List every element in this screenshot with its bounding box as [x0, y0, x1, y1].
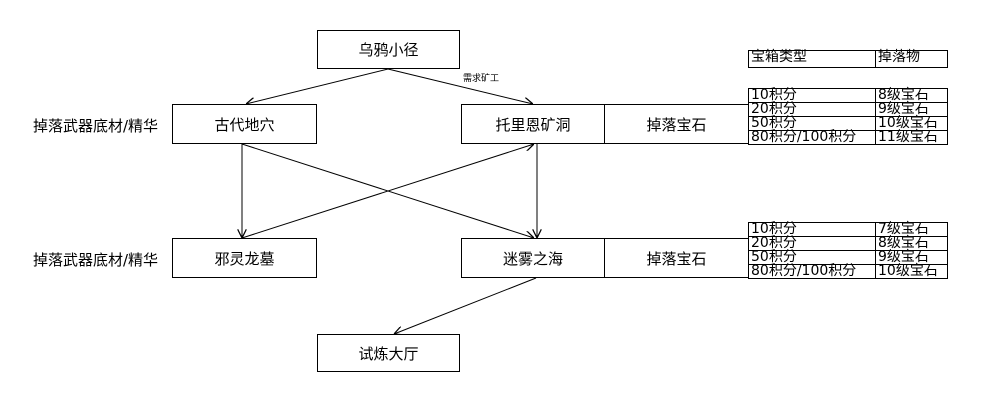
table-row: 80积分/100积分 10级宝石 — [748, 264, 948, 279]
evil-tomb-drop-label: 掉落武器底材/精华 — [33, 251, 159, 269]
node-toriel-mine: 托里恩矿洞 — [461, 104, 605, 144]
header-chest-type: 宝箱类型 — [748, 50, 876, 68]
table-row: 50积分 9级宝石 — [748, 250, 948, 265]
chest-type-cell: 80积分/100积分 — [748, 130, 876, 145]
drop-item-cell: 10级宝石 — [875, 116, 948, 131]
chest-type-cell: 10积分 — [748, 222, 876, 237]
header-drop-item: 掉落物 — [875, 50, 948, 68]
drop-item-cell: 7级宝石 — [875, 222, 948, 237]
node-ancient-cave: 古代地穴 — [172, 104, 317, 144]
fog-drop-table: 10积分 7级宝石 20积分 8级宝石 50积分 9级宝石 80积分/100积分… — [748, 222, 948, 279]
edge-fog-to-trial — [394, 277, 537, 334]
ancient-cave-drop-label: 掉落武器底材/精华 — [33, 117, 159, 135]
chest-type-cell: 20积分 — [748, 102, 876, 117]
chest-type-cell: 10积分 — [748, 88, 876, 103]
node-trial-hall: 试炼大厅 — [317, 334, 460, 372]
edge-crow-to-ancient — [246, 68, 389, 104]
edge-tomb-to-mine — [241, 144, 534, 239]
drop-item-cell: 11级宝石 — [875, 130, 948, 145]
table-row: 10积分 7级宝石 — [748, 222, 948, 237]
drop-item-cell: 8级宝石 — [875, 236, 948, 251]
node-evil-tomb: 邪灵龙墓 — [172, 238, 317, 278]
table-row: 50积分 10级宝石 — [748, 116, 948, 131]
node-fog-drop: 掉落宝石 — [604, 238, 749, 278]
toriel-drop-table: 10积分 8级宝石 20积分 9级宝石 50积分 10级宝石 80积分/100积… — [748, 88, 948, 145]
node-crow-path: 乌鸦小径 — [317, 30, 460, 69]
header-table: 宝箱类型 掉落物 — [748, 50, 948, 68]
table-row: 80积分/100积分 11级宝石 — [748, 130, 948, 145]
table-row: 宝箱类型 掉落物 — [748, 50, 948, 68]
chest-type-cell: 80积分/100积分 — [748, 264, 876, 279]
node-fog-sea: 迷雾之海 — [461, 238, 605, 278]
edge-crow-to-mine — [387, 68, 533, 104]
edge-label-requires-miner: 需求矿工 — [463, 74, 500, 84]
node-toriel-drop: 掉落宝石 — [604, 104, 749, 144]
drop-item-cell: 10级宝石 — [875, 264, 948, 279]
